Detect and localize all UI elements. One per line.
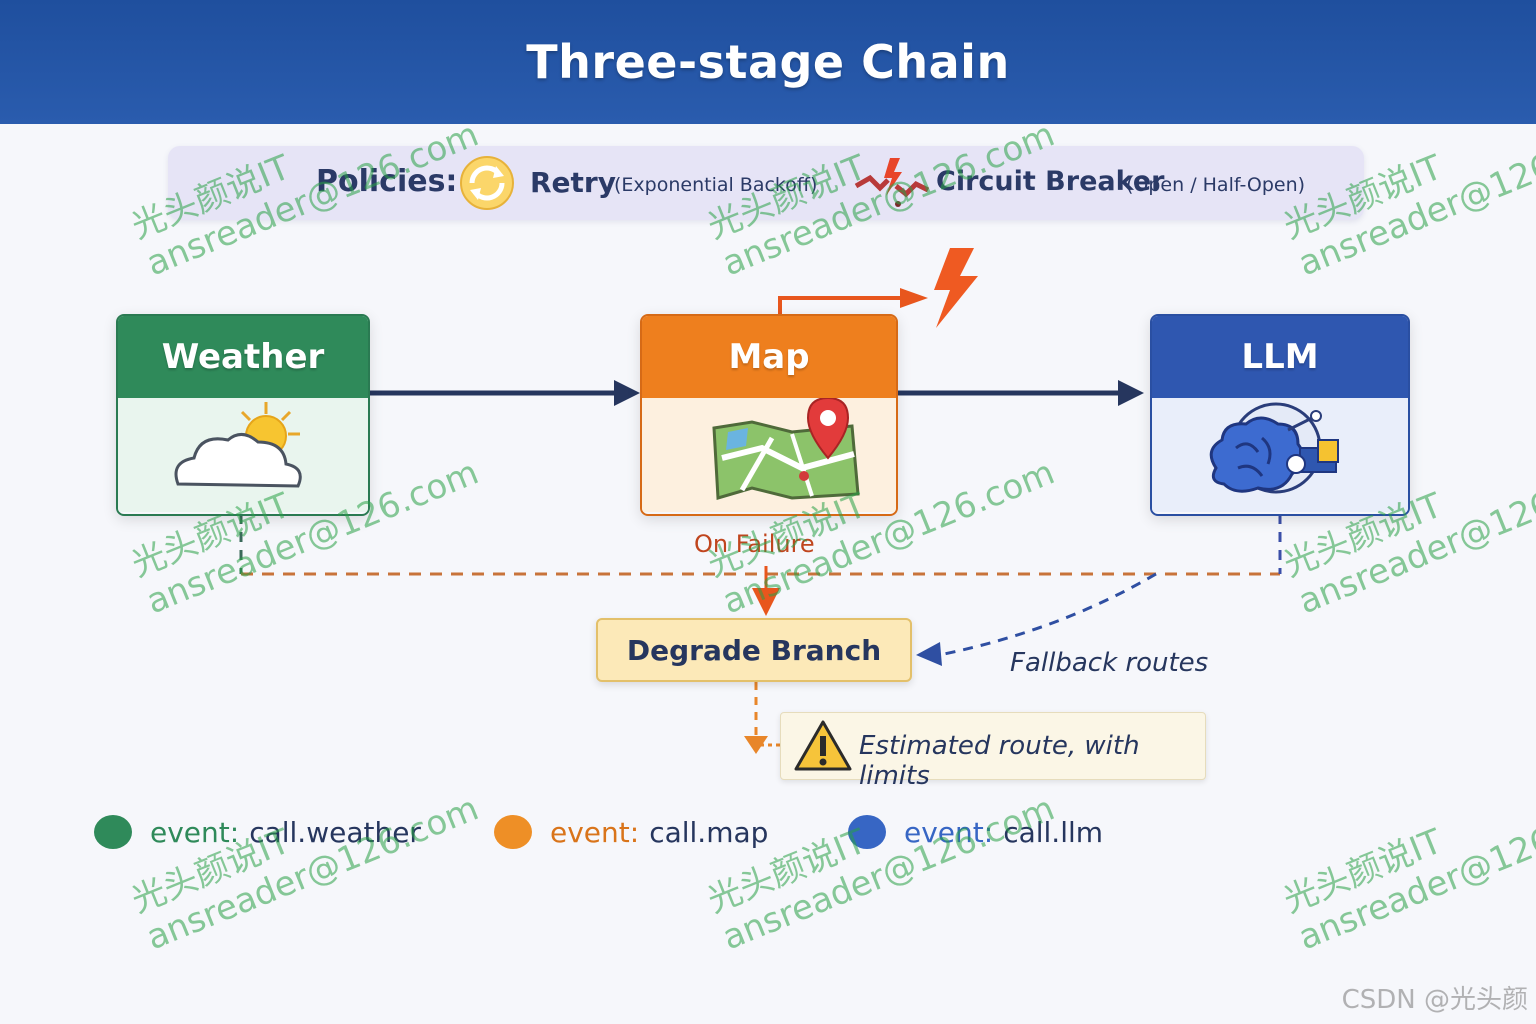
on-failure-label: On Failure [694, 530, 815, 558]
failure-arrow-head [900, 288, 928, 308]
legend-item-weather: event: call.weather [94, 812, 421, 852]
fallback-arrow-head [916, 642, 942, 666]
circuit-breaker-note: (Open / Half-Open) [1126, 174, 1306, 196]
map-title: Map [642, 316, 896, 398]
retry-label: Retry [530, 166, 616, 199]
header-bar: Three-stage Chain [0, 0, 1536, 124]
llm-title: LLM [1152, 316, 1408, 398]
legend-dot-green [94, 815, 132, 849]
circuit-breaker-label: Circuit Breaker [936, 166, 1165, 197]
fallback-routes-label: Fallback routes [1010, 648, 1209, 678]
estimated-route-box: Estimated route, with limits [780, 712, 1206, 791]
weather-node: Weather [116, 314, 370, 516]
legend-dot-blue [848, 815, 886, 849]
fallback-curve [943, 572, 1157, 656]
map-node: Map [640, 314, 898, 516]
estimated-route-text: Estimated route, with limits [859, 731, 1140, 791]
legend-key: event: [150, 815, 240, 849]
legend-dot-orange [494, 815, 532, 849]
legend-item-map: event: call.map [494, 812, 768, 852]
credit-text: CSDN @光头颜 [1341, 985, 1528, 1015]
arrow-head-weather-map [614, 380, 640, 406]
failure-arrow [778, 296, 900, 316]
brain-chip-icon [1209, 402, 1339, 494]
refresh-icon [460, 156, 514, 210]
lightning-icon [934, 248, 978, 328]
legend-value: call.llm [1003, 815, 1104, 849]
retry-note: (Exponential Backoff) [614, 174, 818, 196]
warning-icon [794, 720, 852, 771]
broken-circuit-icon [854, 158, 930, 207]
weather-title: Weather [118, 316, 368, 398]
sun-cloud-icon [174, 402, 302, 488]
llm-node: LLM [1150, 314, 1410, 516]
legend-key: event: [904, 815, 994, 849]
policies-bar: Policies: Retry (Exponential Backoff) Ci… [168, 146, 1364, 220]
legend-item-llm: event: call.llm [848, 812, 1103, 852]
legend-value: call.weather [249, 815, 421, 849]
arrow-head-map-llm [1118, 380, 1144, 406]
degrade-branch-box: Degrade Branch [596, 618, 912, 682]
legend-key: event: [550, 815, 640, 849]
estimate-arrow-head [744, 736, 768, 754]
policies-label: Policies: [316, 164, 458, 199]
page-title: Three-stage Chain [526, 35, 1010, 89]
legend-value: call.map [649, 815, 769, 849]
degrade-down-arrow [752, 588, 780, 616]
map-pin-icon [712, 396, 860, 500]
